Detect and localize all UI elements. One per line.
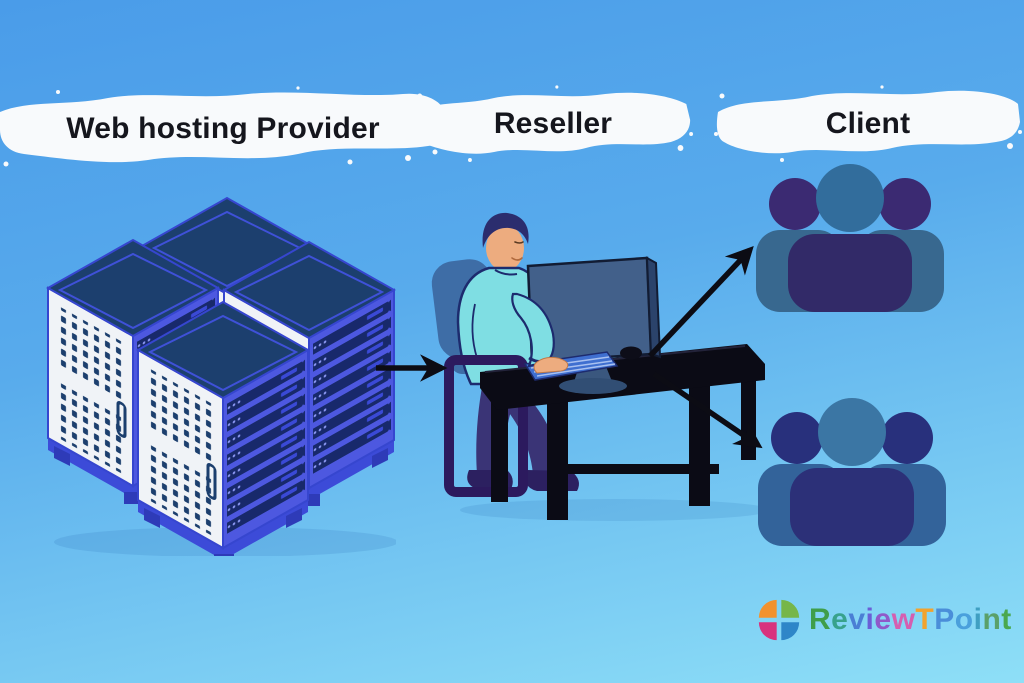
brand-logo-text: ReviewTPoint — [809, 603, 1012, 636]
server-rack-front — [136, 300, 310, 556]
server-racks-illustration — [46, 196, 396, 556]
client-group-top — [756, 164, 944, 312]
client-person-center — [788, 164, 912, 312]
provider-label: Web hosting Provider — [66, 112, 380, 145]
client-label: Client — [825, 107, 911, 140]
chair-frame — [444, 355, 528, 497]
person-arm — [511, 292, 569, 374]
header-band-provider: Web hosting Provider — [0, 86, 448, 172]
brand-logo: ReviewTPoint — [758, 599, 1012, 641]
header-band-client: Client — [712, 84, 1024, 164]
client-person-center — [790, 398, 914, 546]
reseller-illustration — [431, 212, 765, 521]
client-group-bottom — [758, 398, 946, 546]
brand-logo-icon — [758, 599, 800, 641]
reseller-label: Reseller — [493, 107, 613, 140]
brush-stroke-icon — [412, 85, 694, 162]
mouse — [620, 346, 642, 360]
brush-stroke-icon — [714, 85, 1022, 162]
header-band-reseller: Reseller — [412, 84, 694, 164]
